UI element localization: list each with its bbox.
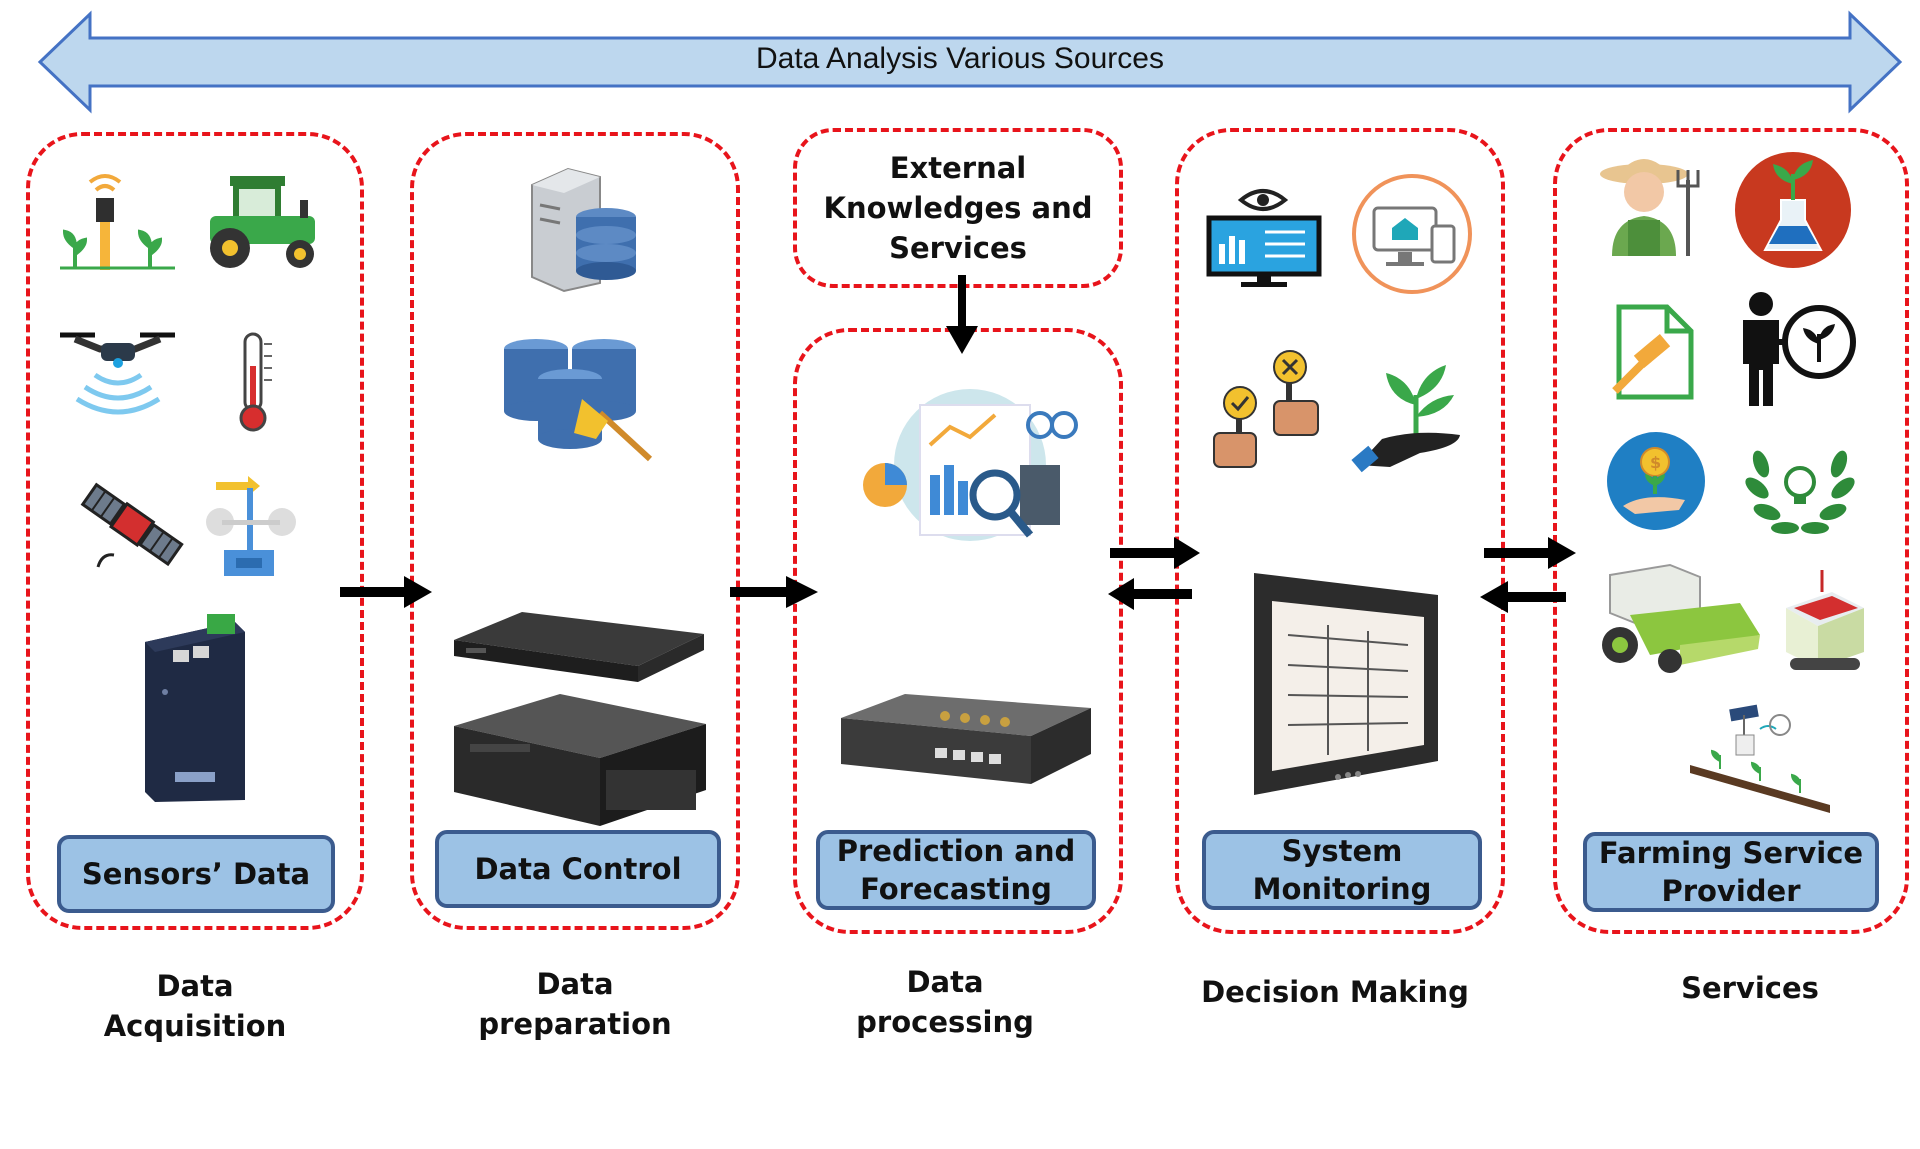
banner-label: Data Analysis Various Sources: [756, 42, 1164, 75]
arrow-preparation-to-processing: [730, 576, 818, 608]
external-knowledge-label: External Knowledges and Services: [823, 151, 1093, 265]
prediction-forecasting-label: Prediction and Forecasting: [816, 830, 1096, 910]
harvester-icon: [1602, 563, 1760, 673]
farming-service-provider-label: Farming Service Provider: [1583, 832, 1879, 912]
stage-acquisition-box: [26, 132, 364, 930]
arrow-decision-to-services: [1484, 537, 1576, 569]
industrial-monitor-icon: [1254, 573, 1438, 795]
arrow-processing-to-decision: [1110, 537, 1200, 569]
caption-preparation: Data preparation: [478, 967, 672, 1041]
vote-approve-reject-icon: [1213, 350, 1319, 468]
stage-decision-box: [1175, 128, 1505, 934]
agronomist-icon: [1743, 292, 1856, 406]
soil-sensor-icon: [60, 174, 175, 270]
analytics-report-icon: [863, 389, 1078, 541]
data-control-label: Data Control: [435, 830, 721, 908]
stage-preparation-box: [410, 132, 740, 930]
edge-computer-icon: [841, 694, 1091, 784]
robot-harvester-icon: [1786, 570, 1864, 670]
server-database-icon: [531, 167, 636, 293]
satellite-icon: [80, 482, 184, 568]
stage-services-box: [1553, 128, 1909, 934]
caption-processing: Data processing: [856, 965, 1034, 1039]
caption-services: Services: [1681, 971, 1819, 1005]
irrigation-sensor-icon: [1690, 704, 1830, 813]
caption-acquisition: Data Acquisition: [103, 969, 287, 1043]
legal-document-icon: [1612, 304, 1694, 400]
system-monitoring-label: System Monitoring: [1202, 830, 1482, 910]
farmer-icon: [1600, 159, 1700, 256]
arrow-services-to-decision: [1480, 581, 1566, 613]
data-sources-banner-arrow: [37, 10, 1903, 114]
lab-plant-icon: [1735, 152, 1851, 268]
smart-devices-icon: [1352, 174, 1472, 294]
weather-vane-icon: [206, 476, 296, 576]
arrow-decision-to-processing: [1108, 578, 1192, 610]
sensors-data-label: Sensors’ Data: [57, 835, 335, 913]
investment-icon: $: [1607, 432, 1705, 530]
tower-server-icon: [454, 694, 706, 826]
arrow-external-to-processing: [946, 275, 978, 354]
eco-laurel-icon: [1745, 450, 1855, 534]
caption-decision: Decision Making: [1201, 975, 1469, 1009]
tractor-icon: [210, 176, 315, 268]
monitoring-dashboard-icon: [1206, 189, 1322, 287]
thermometer-icon: [239, 332, 272, 432]
drone-icon: [60, 332, 175, 415]
gateway-device-icon: [145, 614, 245, 802]
database-cleaning-icon: [504, 339, 653, 462]
hand-plant-icon: [1351, 365, 1460, 473]
rack-server-icon: [454, 612, 704, 682]
svg-text:$: $: [1650, 453, 1661, 472]
arrow-acquisition-to-preparation: [340, 576, 432, 608]
